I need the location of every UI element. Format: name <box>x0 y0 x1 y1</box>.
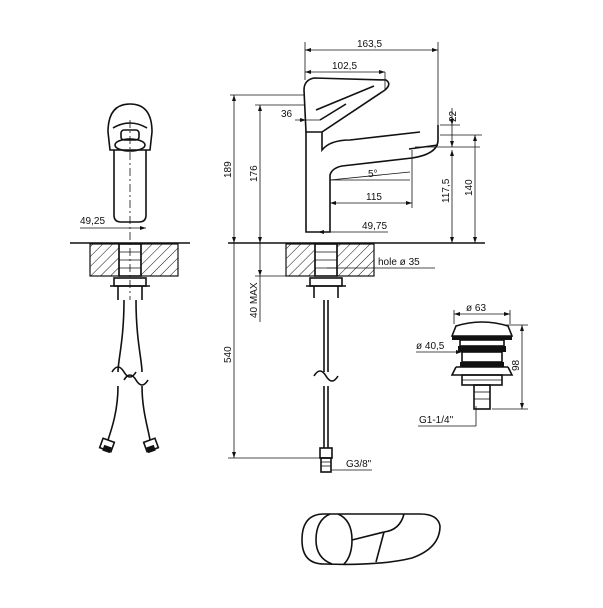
front-view <box>70 103 190 454</box>
dim-40-max: 40 MAX <box>249 282 260 318</box>
hole-diameter-label: hole ø 35 <box>378 257 420 268</box>
dim-115: 115 <box>366 192 382 203</box>
top-view <box>301 513 441 566</box>
pop-up-drain <box>416 310 528 427</box>
dim-22: 22 <box>448 110 459 122</box>
dim-49-75: 49,75 <box>362 221 387 232</box>
thread-g3-8-label: G3/8" <box>346 459 372 470</box>
dim-176: 176 <box>249 165 260 182</box>
dim-102-5: 102,5 <box>332 61 357 72</box>
dim-49-25: 49,25 <box>80 216 105 227</box>
dim-117-5: 117,5 <box>441 178 452 203</box>
dim-163-5: 163,5 <box>357 39 382 50</box>
side-view <box>228 42 485 473</box>
dim-98: 98 <box>511 359 522 371</box>
dim-189: 189 <box>223 161 234 178</box>
dim-diameter-63: ø 63 <box>466 303 486 314</box>
dim-540: 540 <box>223 346 234 363</box>
dim-140: 140 <box>464 179 475 196</box>
dim-diameter-40-5: ø 40,5 <box>416 341 445 352</box>
thread-g1-1-4-label: G1-1/4" <box>419 415 454 426</box>
dim-5-degrees: 5° <box>368 169 378 180</box>
dim-36: 36 <box>281 109 293 120</box>
